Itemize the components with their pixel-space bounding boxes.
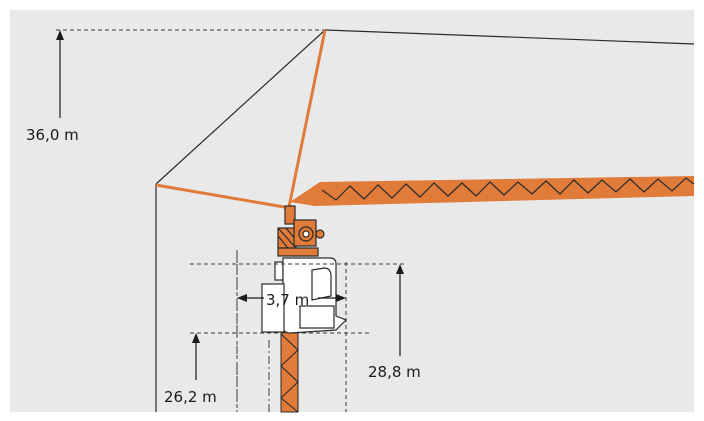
- max-height-dimension: [56, 29, 325, 118]
- cab-reference-lines: [190, 250, 406, 412]
- max-height-label: 36,0 m: [26, 126, 79, 144]
- cab-bottom-height-dimension: [192, 333, 200, 380]
- slewing-unit: [277, 205, 325, 257]
- tower-mast: [280, 331, 299, 413]
- cab-width-dimension: [237, 294, 346, 302]
- cab-width-label: 3,7 m: [266, 291, 309, 309]
- cab-top-height-label: 28,8 m: [368, 363, 421, 381]
- pendant-ties: [155, 29, 327, 213]
- cab-bottom-height-label: 26,2 m: [164, 388, 217, 406]
- lattice-jib: [290, 176, 695, 206]
- cab-top-height-dimension: [396, 264, 404, 356]
- background-panel: [10, 10, 694, 412]
